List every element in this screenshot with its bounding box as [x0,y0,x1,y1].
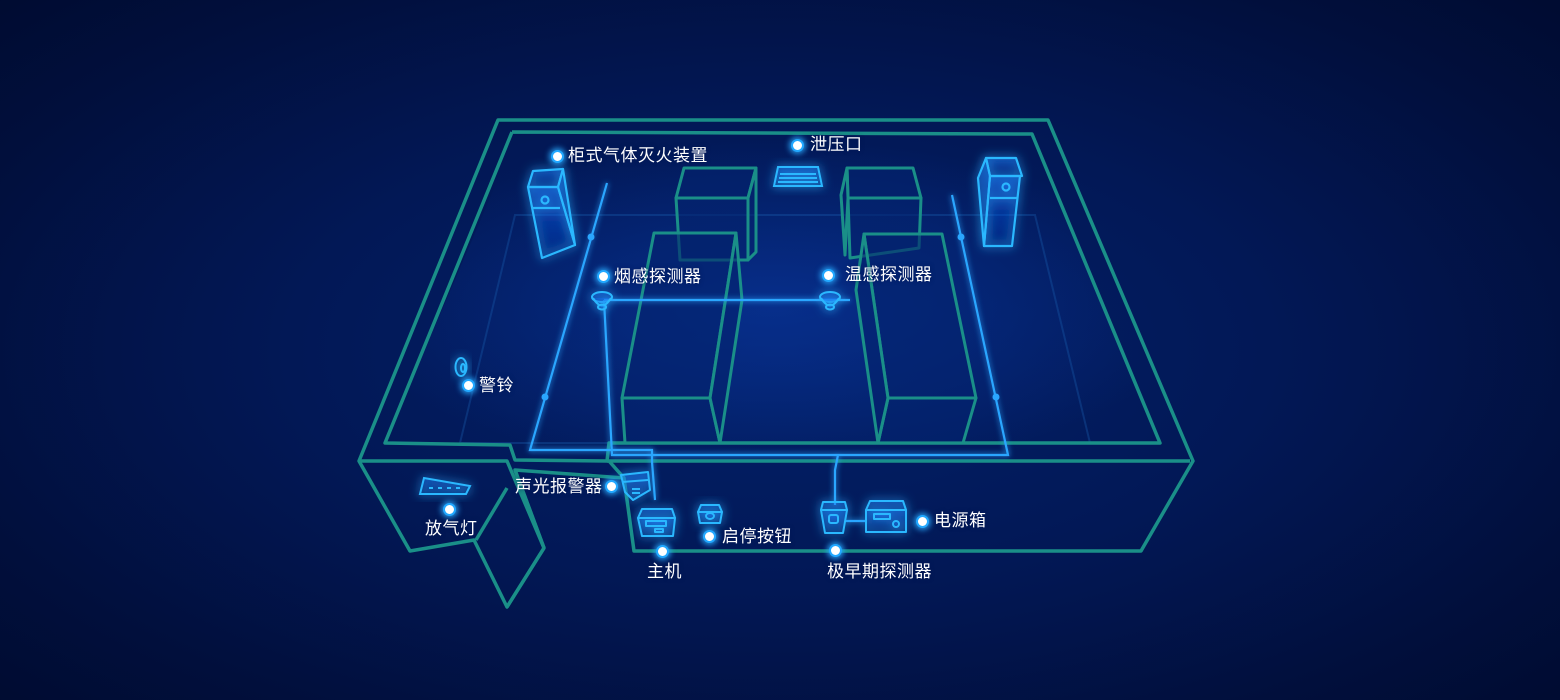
label-release-light: 放气灯 [425,519,478,539]
floor [385,140,1160,444]
vent-icon [772,166,824,187]
host-icon [637,508,676,537]
label-pressure-relief: 泄压口 [810,135,863,155]
temperature-detector-icon [819,291,841,311]
label-smoke-detector: 烟感探测器 [614,267,702,287]
label-cabinet-extinguisher: 柜式气体灭火装置 [568,146,708,166]
marker-dot [916,515,929,528]
marker-dot [462,379,475,392]
walls [357,118,1195,609]
button-icon [697,504,723,524]
label-start-stop-button: 启停按钮 [722,527,792,547]
label-power-box: 电源箱 [934,511,987,531]
label-sound-light-alarm: 声光报警器 [515,477,603,497]
early-detector-icon [820,501,848,534]
smoke-detector-icon [591,291,613,311]
label-early-detector: 极早期探测器 [827,562,932,582]
marker-dot [551,150,564,163]
marker-dot [605,480,618,493]
label-host: 主机 [647,562,682,582]
marker-dot [597,270,610,283]
inner-wall-line [383,130,1162,463]
marker-dot [443,503,456,516]
rack-right [839,166,978,445]
label-temp-detector: 温感探测器 [845,265,933,285]
cabinet-icon [976,156,1024,248]
wiring-junctions [541,233,1000,401]
release-light-icon [418,476,472,495]
marker-dot [829,544,842,557]
wiring [528,182,1010,523]
power-box-icon [865,500,907,533]
marker-dot [703,530,716,543]
cabinet-icon [526,167,577,260]
marker-dot [791,139,804,152]
bell-icon [454,357,468,377]
label-alarm-bell: 警铃 [479,376,514,396]
rack-left [620,166,758,445]
marker-dot [656,545,669,558]
marker-dot [822,269,835,282]
alarm-icon [620,471,651,501]
